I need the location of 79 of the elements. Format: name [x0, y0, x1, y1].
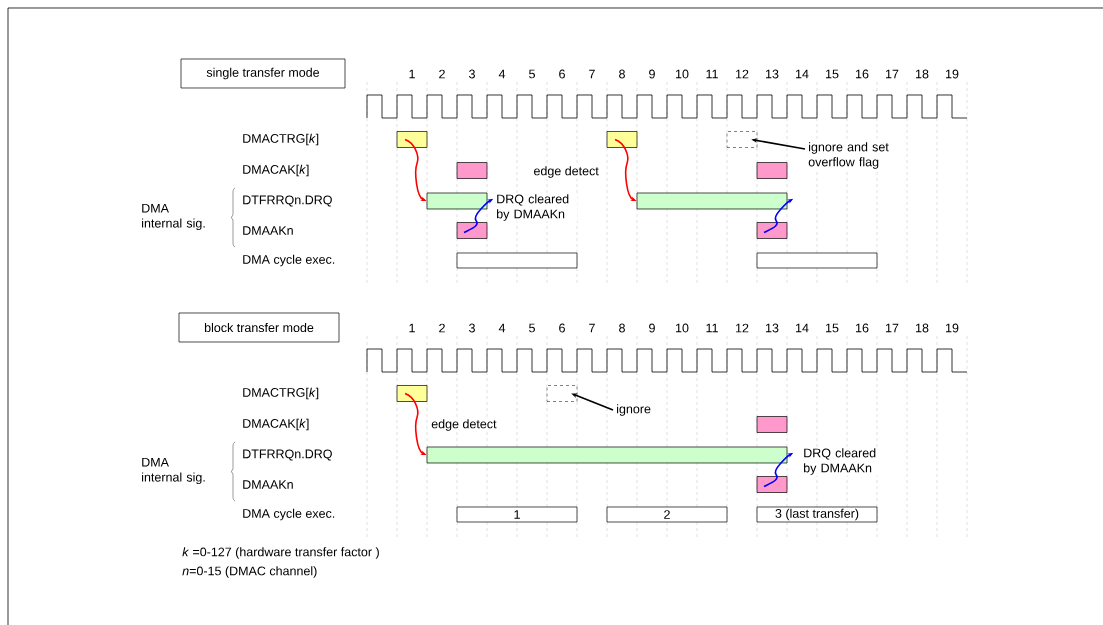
cycle-number: 1 [409, 323, 415, 333]
signal-name: DMAAKn [243, 226, 293, 235]
pulse-box [636, 192, 788, 210]
pulse-box [756, 162, 788, 179]
annotation-text: ignore and set overflow flag [808, 142, 889, 169]
cycle-number: 1 [409, 69, 415, 79]
signal-name: DTFRRQn.DRQ [243, 449, 332, 461]
cycle-number: 18 [916, 69, 929, 79]
cycle-number: 4 [498, 69, 506, 79]
cycle-number: 4 [498, 323, 506, 333]
cycle-number: 12 [736, 69, 749, 79]
edge-label: edge detect [532, 165, 600, 179]
cycle-number: 14 [796, 69, 809, 79]
cycle-box [756, 252, 878, 269]
signal-name: DMA cycle exec. [243, 254, 335, 267]
edge-label: edge detect [430, 418, 498, 432]
cycle-number: 10 [676, 323, 689, 333]
cycle-number: 6 [559, 323, 565, 333]
group-label: DMA internal sig. [142, 203, 205, 231]
mode-box: single transfer mode [180, 58, 346, 89]
footnote: n=0-15 (DMAC channel) [182, 566, 317, 578]
cycle-number: 12 [736, 323, 749, 333]
pulse-box [756, 476, 788, 493]
pulse-box [606, 131, 638, 148]
cycle-number: 8 [619, 69, 625, 79]
pulse-box [456, 222, 488, 239]
cycle-number: 2 [439, 323, 445, 333]
cycle-number: 3 [469, 69, 475, 79]
cycle-number: 9 [649, 69, 655, 79]
cycle-number: 7 [589, 69, 595, 79]
signal-name: DTFRRQn.DRQ [243, 195, 332, 207]
pulse-box [756, 222, 788, 239]
cycle-box: 3 (last transfer) [756, 506, 878, 523]
cycle-number: 10 [676, 69, 689, 79]
cycle-number: 11 [706, 323, 718, 333]
cycle-number: 6 [559, 69, 565, 79]
pulse-box [396, 385, 428, 402]
footnote: k =0-127 (hardware transfer factor ) [182, 547, 379, 559]
pulse-box [756, 416, 788, 433]
edge-label: DRQ cleared by DMAAKn [497, 194, 569, 221]
pulse-box [426, 446, 788, 464]
cycle-number: 3 [469, 323, 475, 333]
pulse-box [426, 192, 488, 210]
cycle-number: 19 [946, 69, 959, 79]
signal-name: DMAAKn [243, 480, 293, 489]
dashed-pulse-box [726, 131, 758, 148]
cycle-number: 11 [706, 69, 718, 79]
pulse-box [396, 131, 428, 148]
mode-box: block transfer mode [178, 312, 340, 343]
cycle-number: 13 [766, 69, 779, 79]
cycle-number: 5 [529, 69, 535, 79]
cycle-number: 19 [946, 323, 959, 333]
cycle-number: 16 [856, 69, 869, 79]
signal-name: DMACTRG[k] [243, 133, 319, 146]
cycle-number: 16 [856, 323, 869, 333]
cycle-number: 17 [886, 323, 899, 333]
signal-name: DMACAK[k] [243, 418, 309, 431]
cycle-number: 13 [766, 323, 779, 333]
cycle-number: 5 [529, 323, 535, 333]
signal-name: DMA cycle exec. [243, 508, 335, 521]
pulse-box [456, 162, 488, 179]
cycle-number: 7 [589, 323, 595, 333]
signal-name: DMACTRG[k] [243, 387, 319, 400]
group-label: DMA internal sig. [142, 457, 205, 485]
dashed-pulse-box [546, 385, 578, 402]
cycle-number: 17 [886, 69, 899, 79]
cycle-number: 15 [826, 323, 839, 333]
annotation-text: ignore [615, 403, 652, 417]
signal-name: DMACAK[k] [243, 164, 309, 177]
cycle-box: 1 [456, 506, 578, 523]
cycle-box: 2 [606, 506, 728, 523]
cycle-box [456, 252, 578, 269]
cycle-number: 8 [619, 323, 625, 333]
cycle-number: 2 [439, 69, 445, 79]
cycle-number: 18 [916, 323, 929, 333]
cycle-number: 9 [649, 323, 655, 333]
cycle-number: 15 [826, 69, 839, 79]
edge-label: DRQ cleared by DMAAKn [804, 448, 876, 475]
cycle-number: 14 [796, 323, 809, 333]
